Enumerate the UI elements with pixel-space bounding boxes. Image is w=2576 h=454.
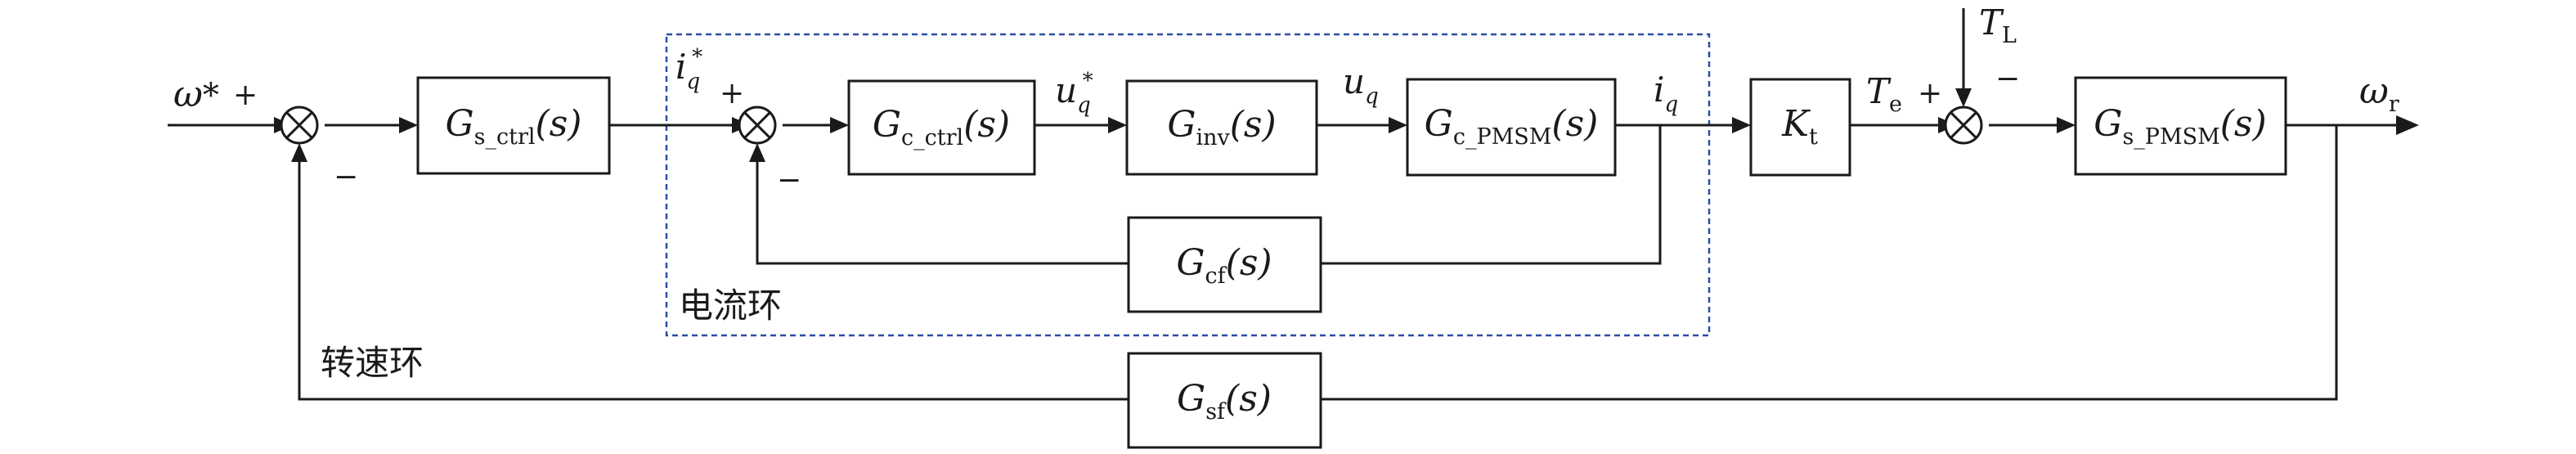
load-torque-minus-sign: − bbox=[1995, 62, 2020, 96]
speed-loop-label: 转速环 bbox=[321, 343, 424, 383]
current-feedback-block: Gcf(s) bbox=[1127, 216, 1322, 313]
current-feedback-wire-right bbox=[1321, 125, 1662, 265]
arrowhead bbox=[291, 143, 307, 162]
speed-ref-plus-sign: + bbox=[233, 79, 258, 112]
speed-summing-junction bbox=[280, 106, 319, 145]
torque-constant-label: Kt bbox=[1781, 103, 1818, 150]
speed-feedback-block: Gsf(s) bbox=[1127, 352, 1322, 449]
speed-feedback-label: Gsf(s) bbox=[1177, 378, 1272, 425]
pmsm-current-block: Gc_PMSM(s) bbox=[1406, 78, 1617, 177]
current-controller-label: Gc_ctrl(s) bbox=[873, 104, 1010, 151]
speed-feedback-wire-right bbox=[1321, 125, 2338, 401]
speed-feedback-minus-sign: − bbox=[334, 160, 358, 194]
current-loop-boundary bbox=[665, 33, 1711, 337]
arrowhead bbox=[2396, 115, 2419, 135]
current-summing-junction bbox=[738, 106, 777, 145]
inverter-block: Ginv(s) bbox=[1125, 79, 1318, 176]
electromagnetic-torque-label: Te bbox=[1866, 71, 1902, 117]
arrowhead bbox=[1955, 88, 1972, 107]
pmsm-current-label: Gc_PMSM(s) bbox=[1425, 103, 1599, 150]
current-label: iq bbox=[1654, 70, 1678, 117]
arrowhead bbox=[2057, 117, 2076, 133]
speed-feedback-wire-left bbox=[298, 162, 1129, 401]
current-loop-label: 电流环 bbox=[679, 285, 782, 326]
speed-reference-label: ω* bbox=[173, 74, 219, 115]
speed-controller-block: Gs_ctrl(s) bbox=[416, 76, 611, 175]
current-feedback-minus-sign: − bbox=[777, 164, 801, 197]
torque-plus-sign: + bbox=[1918, 77, 1942, 110]
inverter-label: Ginv(s) bbox=[1167, 104, 1276, 151]
arrowhead bbox=[749, 143, 765, 162]
arrowhead bbox=[830, 117, 849, 133]
current-feedback-label: Gcf(s) bbox=[1176, 242, 1272, 289]
current-ref-plus-sign: + bbox=[720, 77, 744, 110]
voltage-label: uq bbox=[1343, 61, 1379, 109]
current-feedback-wire-left bbox=[756, 162, 1129, 265]
pmsm-speed-block: Gs_PMSM(s) bbox=[2074, 76, 2287, 176]
torque-constant-block: Kt bbox=[1749, 78, 1851, 177]
load-torque-label: TL bbox=[1979, 2, 2017, 48]
torque-summing-junction bbox=[1944, 106, 1983, 145]
voltage-reference-label: uq* bbox=[1055, 69, 1093, 118]
current-controller-block: Gc_ctrl(s) bbox=[847, 79, 1036, 176]
speed-output-label: ωr bbox=[2359, 70, 2399, 117]
pmsm-speed-label: Gs_PMSM(s) bbox=[2094, 103, 2266, 150]
arrowhead bbox=[1732, 117, 1751, 133]
speed-controller-label: Gs_ctrl(s) bbox=[446, 103, 582, 150]
current-reference-label: iq* bbox=[675, 45, 702, 94]
arrowhead bbox=[1108, 117, 1127, 133]
arrowhead bbox=[1389, 117, 1407, 133]
arrowhead bbox=[399, 117, 418, 133]
